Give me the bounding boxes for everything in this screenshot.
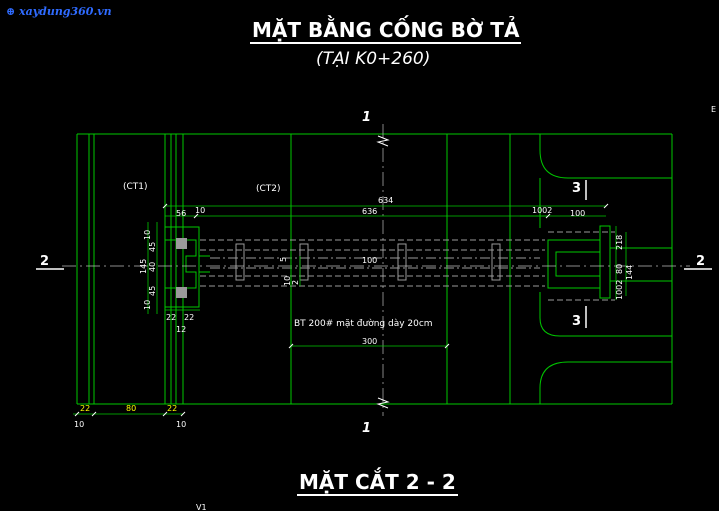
- vdim-40: 40: [148, 262, 157, 272]
- dim-22-left: 22: [80, 404, 90, 413]
- v1-mark: V1: [196, 503, 207, 511]
- vdim-2: 2: [291, 280, 300, 285]
- vdim-10-bottom: 10: [143, 300, 152, 310]
- dim-22-c: 22: [166, 313, 176, 322]
- vdim-10-top: 10: [143, 230, 152, 240]
- vdim-45-top: 45: [148, 242, 157, 252]
- dim-300: 300: [362, 337, 377, 346]
- watermark-logo: ⊕ xaydung360.vn: [6, 5, 112, 18]
- edge-mark: E: [711, 105, 716, 114]
- vdim-45-bottom: 45: [148, 286, 157, 296]
- vdim-10-mid: 10: [283, 276, 292, 286]
- vdim-144: 144: [625, 265, 634, 280]
- dim-100-mid: 100: [362, 256, 377, 265]
- dimension-texts: 634 636 56 10 1002 100 100 300 22 22 12 …: [74, 196, 585, 429]
- dimension-ticks: [74, 203, 609, 417]
- inlet-structure: [164, 226, 210, 308]
- section-title: MẶT CẮT 2 - 2: [297, 470, 458, 496]
- dim-10-top: 10: [195, 206, 205, 215]
- dim-1002: 1002: [532, 206, 552, 215]
- vdim-80: 80: [615, 264, 624, 274]
- plan-boundary: [76, 133, 673, 405]
- break-symbol-bottom: [376, 397, 390, 409]
- logo-text: xaydung360.vn: [19, 5, 112, 18]
- vdim-218: 218: [615, 235, 624, 250]
- dim-10-bottom-right: 10: [176, 420, 186, 429]
- section-mark-2-right: 2: [696, 254, 705, 269]
- pile-block-top: [176, 238, 187, 249]
- culvert-body: [200, 231, 615, 301]
- vdim-1002: 1002: [615, 280, 624, 300]
- drawing-title: MẶT BẰNG CỐNG BỜ TẢ: [250, 18, 522, 44]
- dim-10-bottom-left: 10: [74, 420, 84, 429]
- dim-636: 636: [362, 207, 377, 216]
- section-mark-1-top: 1: [362, 110, 371, 125]
- dim-80: 80: [126, 404, 136, 413]
- dim-22-right: 22: [167, 404, 177, 413]
- ct2-label: (CT2): [256, 184, 281, 194]
- dim-12: 12: [176, 325, 186, 334]
- drawing-subtitle: (TẠI K0+260): [316, 49, 431, 69]
- section-mark-2-left: 2: [40, 254, 49, 269]
- section-mark-3-bottom: 3: [572, 314, 581, 329]
- pile-block-bottom: [176, 287, 187, 298]
- ct1-label: (CT1): [123, 182, 148, 192]
- globe-icon: ⊕: [6, 5, 20, 18]
- section-mark-1-bottom: 1: [362, 421, 371, 436]
- dim-22-d: 22: [184, 313, 194, 322]
- break-symbol-top: [376, 135, 390, 147]
- vdim-145: 145: [139, 259, 148, 274]
- note-label: BT 200# mặt đường dày 20cm: [294, 318, 433, 329]
- dim-56: 56: [176, 209, 186, 218]
- section-mark-3-top: 3: [572, 181, 581, 196]
- dim-634: 634: [378, 196, 393, 205]
- outlet-structure: [547, 225, 672, 299]
- dim-100-right: 100: [570, 209, 585, 218]
- dimension-lines: [73, 205, 627, 415]
- vdim-5: 5: [279, 257, 288, 262]
- vertical-dimension-texts: 10 45 40 145 45 10 5 2 10 218 80 144 100…: [139, 230, 634, 310]
